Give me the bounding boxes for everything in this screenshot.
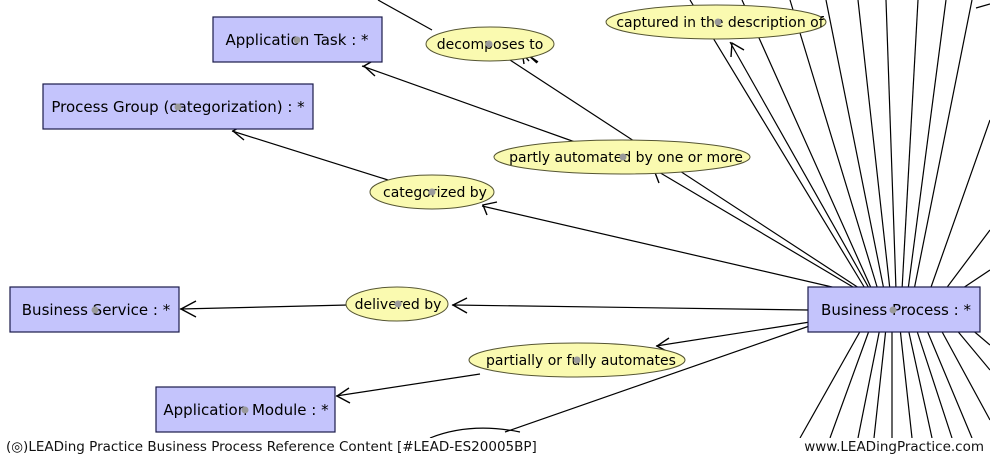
- edge-delivered-by: [179, 297, 809, 318]
- label-captured-in: captured in the description of: [605, 4, 827, 40]
- node-process-group[interactable]: Process Group (categorization) : *: [42, 83, 314, 130]
- label-delivered-by: delivered by: [345, 286, 449, 322]
- label-partly-automated: partly automated by one or more: [493, 139, 751, 175]
- node-business-service[interactable]: Business Service : *: [9, 286, 180, 333]
- node-application-module[interactable]: Application Module : *: [155, 386, 336, 433]
- relationship-diagram: decomposes to captured in the descriptio…: [9, 0, 990, 438]
- footer-copyright: (◎)LEADing Practice Business Process Ref…: [6, 439, 537, 455]
- label-decomposes-to: decomposes to: [425, 26, 555, 62]
- label-partially-automates-text: partially or fully automates: [486, 353, 676, 369]
- label-categorized-by: categorized by: [369, 174, 495, 210]
- node-application-task[interactable]: Application Task : *: [212, 16, 383, 63]
- node-business-process[interactable]: Business Process : *: [807, 286, 981, 333]
- label-partially-automates: partially or fully automates: [468, 342, 686, 378]
- edge-captured-in: [729, 41, 871, 291]
- footer-website-link[interactable]: www.LEADingPractice.com: [804, 439, 984, 455]
- edge-categorized-by: [231, 123, 846, 291]
